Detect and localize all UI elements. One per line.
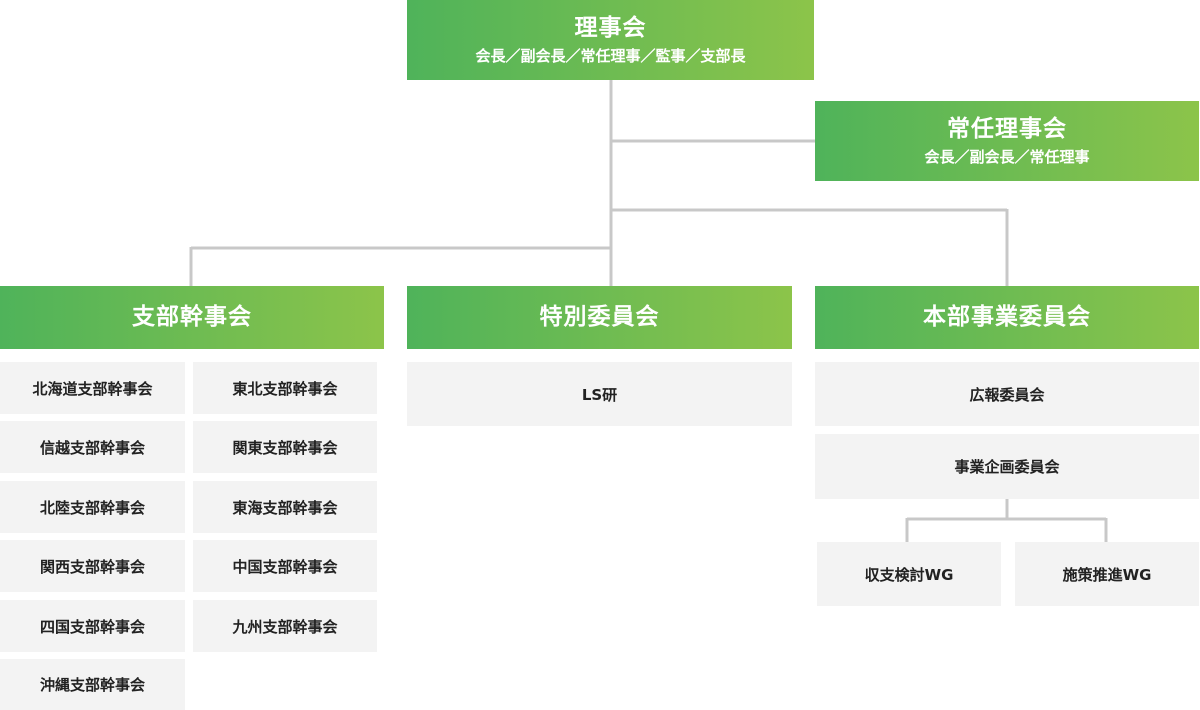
branch-committee-title: 支部幹事会: [132, 303, 252, 330]
executive-board-title: 常任理事会: [947, 115, 1067, 142]
branch-committee-box: 支部幹事会: [0, 286, 384, 349]
board-box: 理事会 会長／副会長／常任理事／監事／支部長: [407, 0, 814, 80]
list-item-special: LS研: [407, 362, 792, 426]
hq-committee-title: 本部事業委員会: [923, 303, 1091, 330]
list-item-branch: 北陸支部幹事会: [0, 481, 185, 533]
list-item-branch: 中国支部幹事会: [193, 540, 377, 592]
list-item-branch: 北海道支部幹事会: [0, 362, 185, 414]
list-item-branch: 信越支部幹事会: [0, 421, 185, 473]
list-item-working-group: 収支検討WG: [817, 542, 1001, 606]
list-item-branch: 九州支部幹事会: [193, 600, 377, 652]
list-item-hq: 事業企画委員会: [815, 434, 1199, 499]
list-item-branch: 関東支部幹事会: [193, 421, 377, 473]
list-item-branch: 東海支部幹事会: [193, 481, 377, 533]
list-item-branch: 東北支部幹事会: [193, 362, 377, 414]
board-members: 会長／副会長／常任理事／監事／支部長: [475, 47, 746, 66]
list-item-branch: 四国支部幹事会: [0, 600, 185, 652]
board-title: 理事会: [574, 14, 647, 41]
executive-board-members: 会長／副会長／常任理事: [924, 148, 1090, 167]
list-item-working-group: 施策推進WG: [1015, 542, 1199, 606]
list-item-hq: 広報委員会: [815, 362, 1199, 426]
hq-committee-box: 本部事業委員会: [815, 286, 1199, 349]
special-committee-title: 特別委員会: [539, 303, 660, 330]
list-item-branch: 関西支部幹事会: [0, 540, 185, 592]
list-item-branch: 沖縄支部幹事会: [0, 659, 185, 710]
special-committee-box: 特別委員会: [407, 286, 792, 349]
executive-board-box: 常任理事会 会長／副会長／常任理事: [815, 101, 1199, 181]
